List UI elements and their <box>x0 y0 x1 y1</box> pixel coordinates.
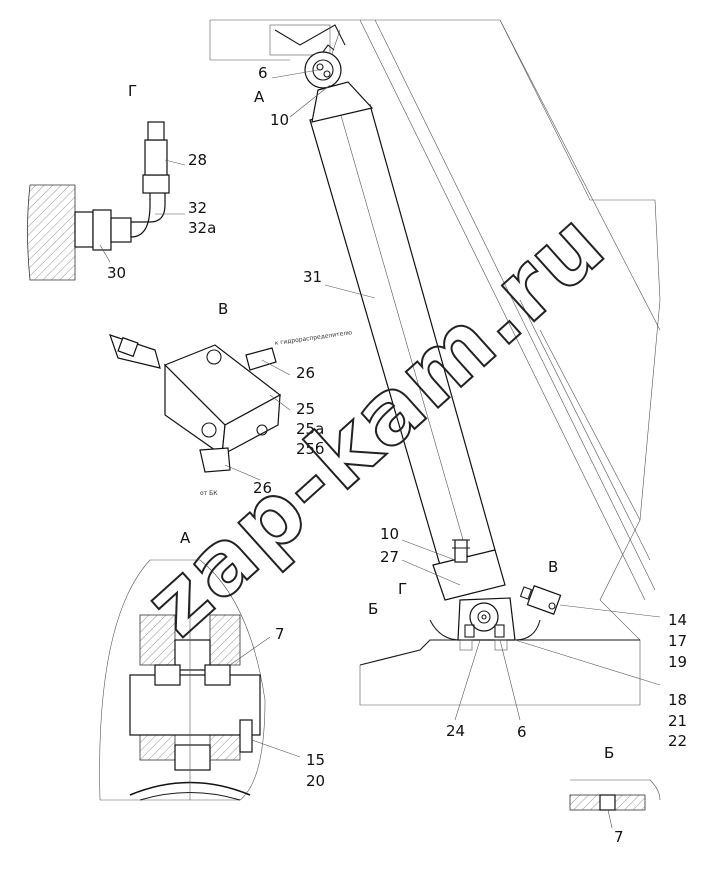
callout-22: 22 <box>668 732 687 750</box>
callout-19: 19 <box>668 653 687 671</box>
callout-32: 32 <box>188 199 207 217</box>
callout-31: 31 <box>303 268 322 286</box>
callout-25a: 25а <box>296 420 324 438</box>
view-g-fitting <box>27 121 170 281</box>
callout-v-main: В <box>548 558 558 576</box>
callout-10-top: 10 <box>270 111 289 129</box>
callout-26-top: 26 <box>296 364 315 382</box>
callout-7-a: 7 <box>275 625 285 643</box>
view-b-detail <box>569 779 661 811</box>
callout-6-bot: 6 <box>517 723 527 741</box>
callout-28: 28 <box>188 151 207 169</box>
view-title-v: В <box>218 300 228 318</box>
callout-17: 17 <box>668 632 687 650</box>
callout-25b: 25б <box>296 440 324 458</box>
callout-a-top: А <box>254 88 265 106</box>
callout-21: 21 <box>668 712 687 730</box>
callout-30: 30 <box>107 264 126 282</box>
callout-25: 25 <box>296 400 315 418</box>
callout-7-b: 7 <box>614 828 624 846</box>
callout-32a: 32а <box>188 219 216 237</box>
view-title-b: Б <box>604 744 614 762</box>
side-valve <box>519 585 562 615</box>
callout-10-bot: 10 <box>380 525 399 543</box>
callout-b-main: Б <box>368 600 378 618</box>
callout-24: 24 <box>446 722 465 740</box>
callout-26-bot: 26 <box>253 479 272 497</box>
callout-18: 18 <box>668 691 687 709</box>
frame-structure <box>209 19 661 706</box>
callout-6-top: 6 <box>258 64 268 82</box>
leader-lines <box>99 69 661 829</box>
view-title-g: Г <box>128 82 137 100</box>
view-a-section <box>99 559 266 801</box>
view-v-block <box>109 334 282 473</box>
callout-15: 15 <box>306 751 325 769</box>
callout-27: 27 <box>380 548 399 566</box>
view-title-a: А <box>180 529 191 547</box>
note-to-pump: к гидрораспределителю <box>274 329 352 347</box>
note-from-bk: от БК <box>200 490 218 497</box>
callout-14: 14 <box>668 611 687 629</box>
hydraulic-cylinder <box>304 44 541 651</box>
callout-g-main: Г <box>398 580 407 598</box>
callout-20: 20 <box>306 772 325 790</box>
